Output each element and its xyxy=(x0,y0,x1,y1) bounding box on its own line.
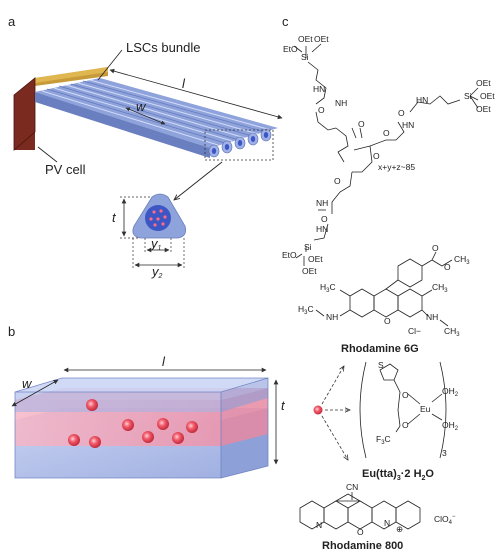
svg-text:H3C: H3C xyxy=(320,282,336,294)
rhodamine-6g-name: Rhodamine 6G xyxy=(341,343,419,355)
svg-text:Eu: Eu xyxy=(420,404,431,414)
svg-text:Si: Si xyxy=(301,52,309,62)
y1-symbol: y1 xyxy=(150,236,162,252)
svg-text:HN: HN xyxy=(313,84,325,94)
polymer-structure xyxy=(293,43,479,266)
svg-text:OEt: OEt xyxy=(480,91,495,101)
svg-text:O: O xyxy=(357,527,364,537)
svg-text:HN: HN xyxy=(316,224,328,234)
svg-text:O: O xyxy=(321,214,328,224)
svg-text:OEt: OEt xyxy=(476,104,491,114)
svg-text:O: O xyxy=(373,151,380,161)
svg-text:HN: HN xyxy=(416,95,428,105)
svg-text:O: O xyxy=(402,390,409,400)
svg-text:Si: Si xyxy=(464,91,472,101)
svg-text:OH2: OH2 xyxy=(442,386,459,398)
cross-section: t y1 y2 xyxy=(112,193,187,280)
eu-complex: S O O F3C Eu OH2 OH2 3 Eu(tta)3·2 H2O xyxy=(359,360,459,482)
svg-text:OEt: OEt xyxy=(308,254,323,264)
pv-leader xyxy=(37,146,58,163)
svg-text:OEt: OEt xyxy=(302,266,317,276)
svg-text:CN: CN xyxy=(346,482,358,492)
svg-text:O: O xyxy=(358,119,365,129)
length-symbol-b: l xyxy=(162,354,166,369)
dye-marker xyxy=(313,405,323,415)
svg-text:Cl−: Cl− xyxy=(408,326,421,336)
y2-symbol: y2 xyxy=(151,264,163,280)
width-symbol-b: w xyxy=(22,376,33,391)
arrow-to-r800 xyxy=(321,415,348,460)
width-arrow xyxy=(125,107,166,125)
svg-text:O: O xyxy=(432,243,439,253)
svg-text:OEt: OEt xyxy=(476,78,491,88)
dye-molecules xyxy=(68,399,198,448)
eu-complex-name: Eu(tta)3·2 H2O xyxy=(362,468,434,482)
length-symbol: l xyxy=(182,76,186,91)
rhodamine-800-name: Rhodamine 800 xyxy=(322,540,403,552)
svg-text:NH: NH xyxy=(316,198,328,208)
svg-text:CH3: CH3 xyxy=(432,282,448,294)
svg-text:H3C: H3C xyxy=(298,304,314,316)
svg-text:O: O xyxy=(318,105,325,115)
length-arrow xyxy=(109,68,283,120)
svg-text:NH: NH xyxy=(335,98,347,108)
thickness-symbol-a: t xyxy=(112,210,117,225)
pv-cell xyxy=(13,67,108,151)
svg-text:N: N xyxy=(384,518,390,528)
panel-label-a: a xyxy=(8,14,16,29)
rhodamine-6g: O O CH3 H3C CH3 NH NH O H3C CH3 Cl− Rhod… xyxy=(298,243,470,355)
svg-text:N: N xyxy=(316,520,322,530)
svg-text:CH3: CH3 xyxy=(454,254,470,266)
svg-text:O: O xyxy=(384,316,391,326)
pv-label: PV cell xyxy=(45,162,86,177)
svg-text:⊕: ⊕ xyxy=(396,524,403,534)
svg-text:ClO4−: ClO4− xyxy=(434,514,456,526)
svg-text:x+y+z~85: x+y+z~85 xyxy=(378,162,415,172)
arrow-to-r6g xyxy=(321,366,344,405)
svg-text:EtO: EtO xyxy=(282,250,297,260)
svg-text:F3C: F3C xyxy=(376,434,391,446)
svg-text:CH3: CH3 xyxy=(444,326,460,338)
svg-text:O: O xyxy=(383,128,390,138)
svg-text:Si: Si xyxy=(304,242,312,252)
svg-text:NH: NH xyxy=(326,312,338,322)
svg-text:NH: NH xyxy=(426,312,438,322)
svg-text:OEt: OEt xyxy=(298,34,313,44)
width-arrow-b xyxy=(11,379,59,407)
svg-text:OEt: OEt xyxy=(314,34,329,44)
panel-a: LSCs bundle PV cell l w t y1 xyxy=(13,40,283,280)
bundle-leader xyxy=(97,49,123,81)
svg-text:O: O xyxy=(444,262,451,272)
polymer-labels: OEt OEt EtO Si HN O NH O OEt OEt OEt Si … xyxy=(282,34,495,276)
svg-text:O: O xyxy=(398,108,405,118)
bundle-label: LSCs bundle xyxy=(126,40,200,55)
svg-text:3: 3 xyxy=(442,448,447,458)
thickness-symbol-b: t xyxy=(281,398,286,413)
svg-text:S: S xyxy=(378,360,384,370)
panel-b: l w t xyxy=(11,354,286,479)
svg-text:EtO: EtO xyxy=(283,44,298,54)
zoom-arrow xyxy=(174,161,223,200)
svg-text:HN: HN xyxy=(402,120,414,130)
rhodamine-800: CN N O N ⊕ ClO4− Rhodamine 800 xyxy=(299,482,456,552)
panel-label-b: b xyxy=(8,324,15,339)
svg-text:OH2: OH2 xyxy=(442,420,459,432)
lsc-bundle xyxy=(35,78,278,161)
svg-text:O: O xyxy=(402,420,409,430)
svg-text:O: O xyxy=(334,176,341,186)
width-symbol: w xyxy=(136,99,147,114)
panel-label-c: c xyxy=(282,14,289,29)
